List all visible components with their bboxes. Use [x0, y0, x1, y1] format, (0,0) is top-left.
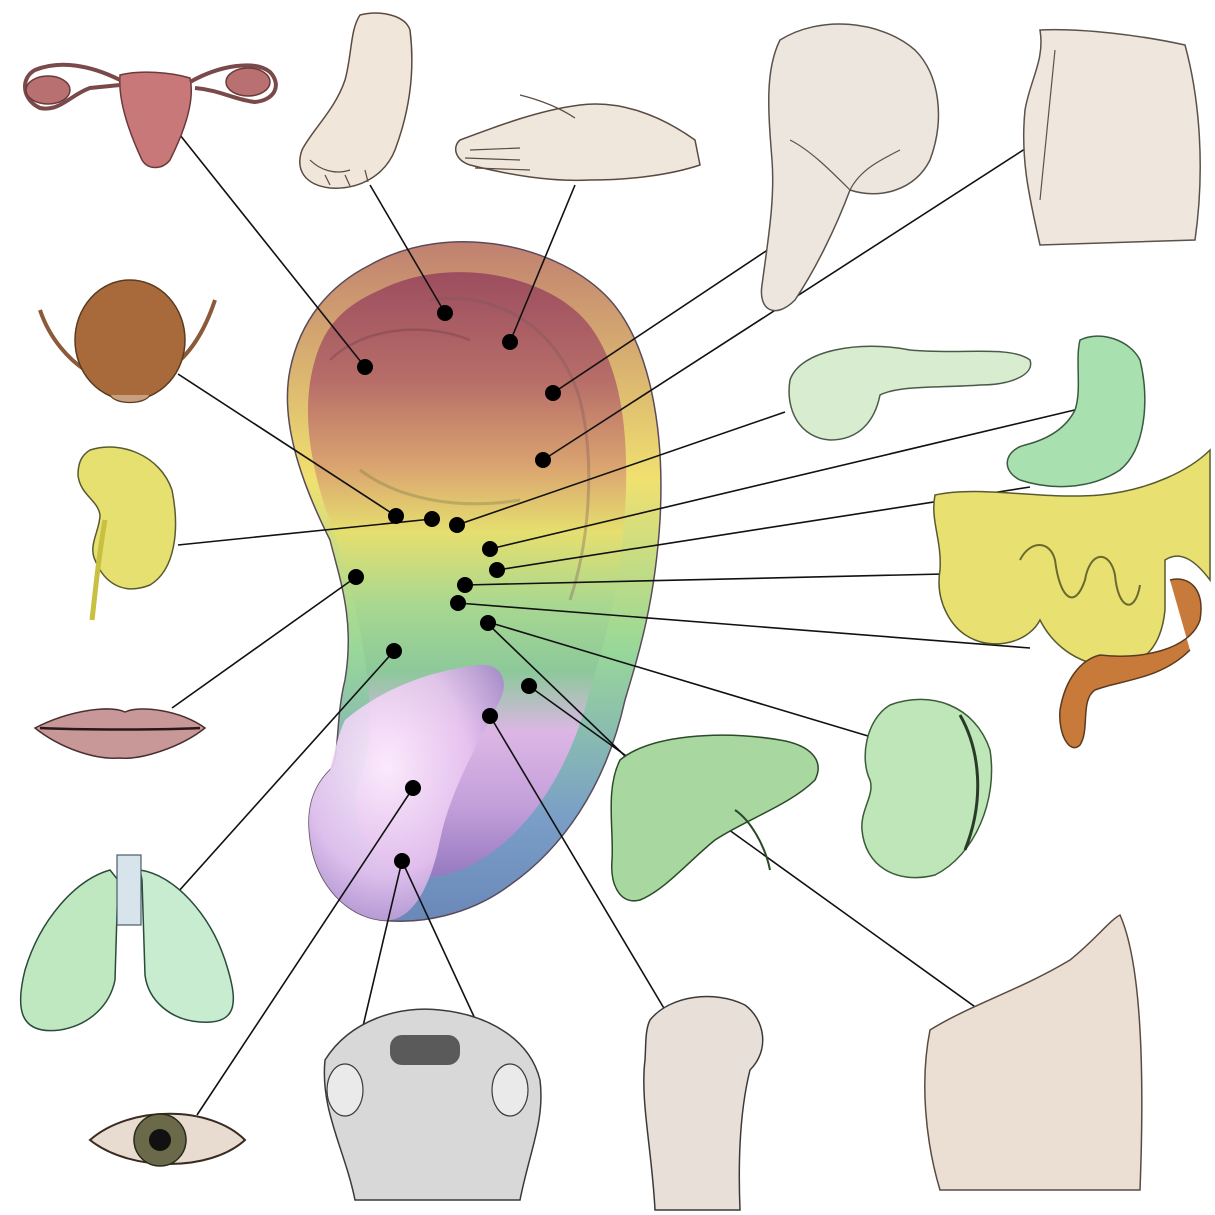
uterus-illustration: [25, 65, 276, 168]
point-upper-back: [521, 678, 537, 694]
liver-illustration: [611, 735, 818, 901]
upper-back-illustration: [925, 915, 1142, 1190]
point-kidney: [424, 511, 440, 527]
eye-illustration: [90, 1114, 245, 1166]
mouth-illustration: [35, 709, 205, 758]
bladder-illustration: [40, 280, 215, 403]
point-pancreas: [449, 517, 465, 533]
point-intestine-lower: [450, 595, 466, 611]
point-lungs: [386, 643, 402, 659]
point-mouth: [348, 569, 364, 585]
nose-sinus-illustration: [324, 1009, 541, 1200]
point-nose: [394, 853, 410, 869]
spleen-illustration: [862, 699, 992, 877]
pancreas-illustration: [789, 346, 1031, 440]
point-stomach: [482, 541, 498, 557]
point-shoulder-joint: [482, 708, 498, 724]
kidney-illustration: [78, 447, 176, 620]
point-intestine-upper: [489, 562, 505, 578]
point-eye: [405, 780, 421, 796]
point-intestine-mid: [457, 577, 473, 593]
point-spleen-liver: [480, 615, 496, 631]
point-abdomen: [535, 452, 551, 468]
abdomen-torso-illustration: [1024, 30, 1201, 245]
hand-illustration: [456, 95, 700, 180]
shoulder-arm-illustration: [761, 24, 938, 311]
foot-illustration: [300, 13, 412, 188]
shoulder-joint-illustration: [644, 997, 763, 1210]
line-mouth: [172, 577, 356, 708]
intestines-illustration: [934, 450, 1210, 748]
point-bladder: [388, 508, 404, 524]
lungs-illustration: [21, 855, 234, 1031]
point-foot: [437, 305, 453, 321]
point-shoulder-arm: [545, 385, 561, 401]
point-uterus: [357, 359, 373, 375]
point-hand: [502, 334, 518, 350]
